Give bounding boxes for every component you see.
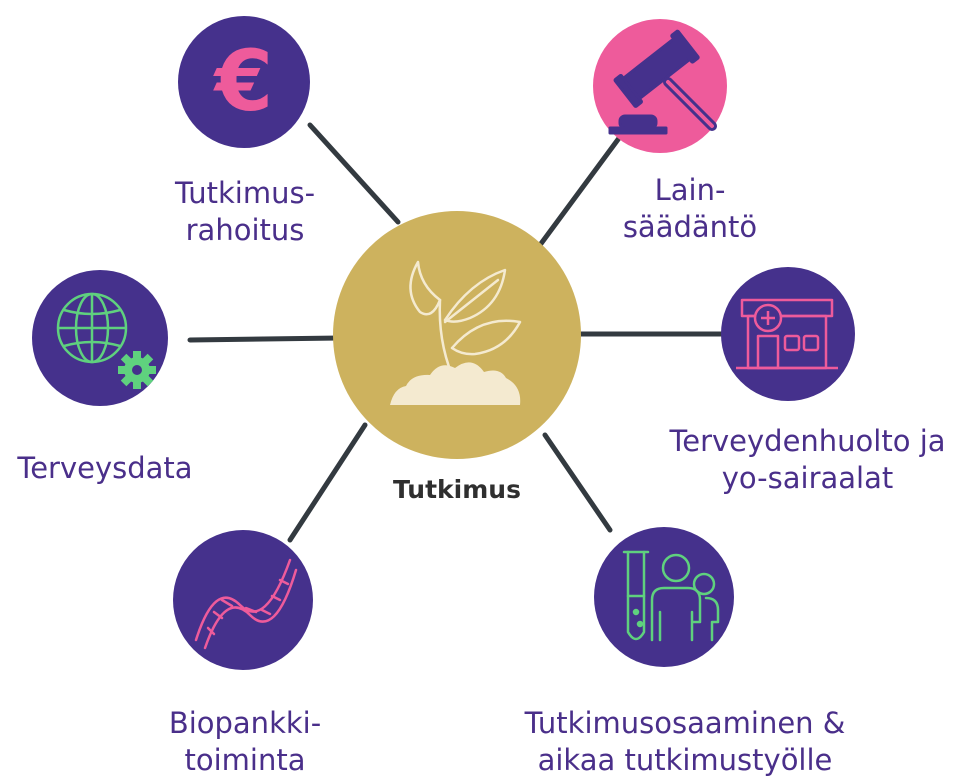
hospital-icon	[736, 298, 838, 370]
connector-lainsaadanto	[537, 127, 628, 248]
connectors	[187, 122, 733, 543]
label-tutkimusosaaminen: Tutkimusosaaminen & aikaa tutkimustyölle	[515, 705, 855, 779]
label-line: Tutkimusosaaminen &	[524, 706, 846, 740]
label-line: Terveydenhuolto ja	[669, 424, 946, 458]
node-biopankkitoiminta	[173, 530, 313, 670]
node-circle	[594, 527, 734, 667]
connector-terveysdata	[187, 335, 343, 343]
test-tube-people-icon	[622, 550, 720, 642]
node-circle	[721, 267, 855, 401]
label-line: Lain-	[654, 173, 726, 207]
node-lainsaadanto	[593, 19, 727, 153]
sprout-icon	[390, 260, 522, 405]
euro-icon: €	[213, 32, 273, 130]
label-line: säädäntö	[622, 210, 758, 244]
node-tutkimusosaaminen	[594, 527, 734, 667]
connector-tutkimusosaaminen	[542, 432, 613, 533]
connector-biopankkitoiminta	[287, 422, 368, 543]
center-circle	[333, 211, 581, 459]
label-tutkimusrahoitus: Tutkimus- rahoitus	[135, 175, 355, 249]
connector-tutkimusrahoitus	[307, 122, 401, 225]
label-line: toiminta	[184, 743, 306, 777]
center-label: Tutkimus	[393, 475, 521, 504]
node-circle	[178, 16, 310, 148]
label-biopankkitoiminta: Biopankki- toiminta	[125, 705, 365, 779]
label-terveysdata: Terveysdata	[0, 450, 210, 487]
label-lainsaadanto: Lain- säädäntö	[600, 172, 780, 246]
label-line: yo-sairaalat	[721, 461, 894, 495]
label-line: aikaa tutkimustyölle	[537, 743, 833, 777]
label-line: Biopankki-	[168, 706, 322, 740]
gavel-icon	[608, 29, 717, 135]
center-node	[333, 211, 581, 459]
label-line: Tutkimus-	[174, 176, 316, 210]
label-line: Terveysdata	[17, 451, 193, 485]
node-terveysdata	[32, 270, 168, 406]
node-circle	[173, 530, 313, 670]
node-terveydenhuolto	[721, 267, 855, 401]
label-terveydenhuolto: Terveydenhuolto ja yo-sairaalat	[655, 423, 960, 497]
label-line: rahoitus	[185, 213, 305, 247]
node-tutkimusrahoitus: €	[178, 16, 310, 148]
dna-icon	[194, 558, 298, 650]
